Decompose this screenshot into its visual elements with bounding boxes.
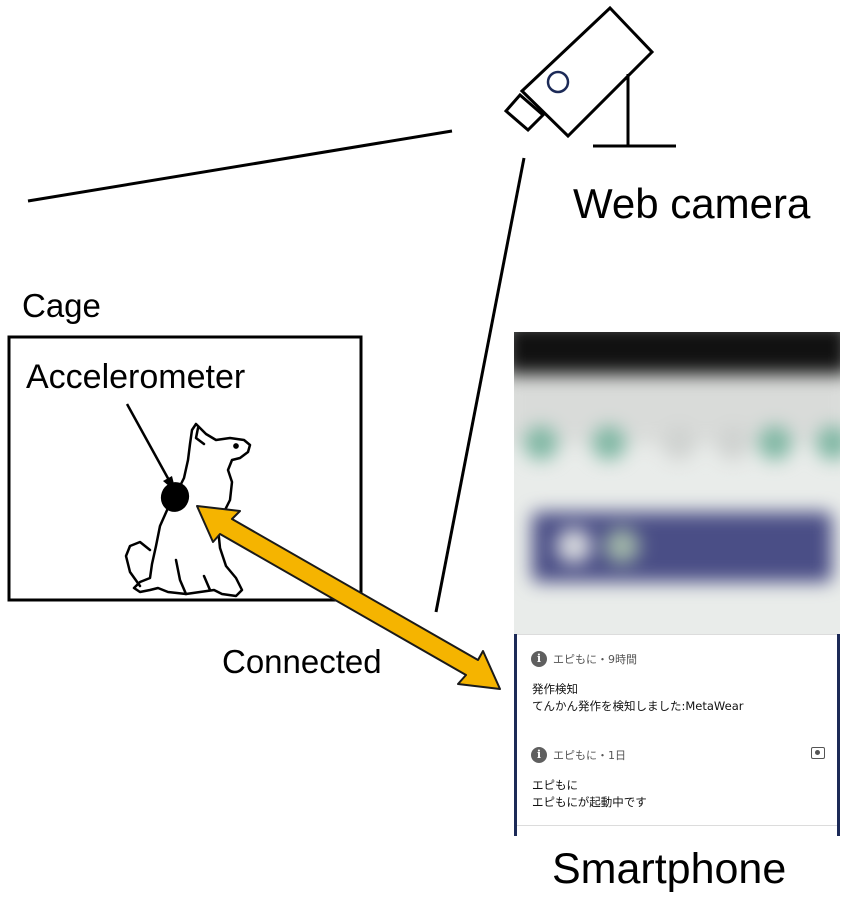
notification-title: 発作検知 bbox=[532, 682, 578, 696]
web-camera-icon bbox=[503, 5, 676, 148]
camera-icon[interactable] bbox=[811, 747, 825, 759]
accelerometer-sensor bbox=[160, 482, 190, 512]
cage-label: Cage bbox=[22, 287, 101, 324]
accelerometer-pointer bbox=[125, 403, 172, 483]
notification-body: エピもにが起動中です bbox=[532, 795, 647, 809]
notification-app-time: エピもに・9時間 bbox=[553, 653, 637, 666]
notification-body: てんかん発作を検知しました:MetaWear bbox=[532, 699, 744, 713]
notification-item[interactable]: i エピもに・9時間 発作検知 てんかん発作を検知しました:MetaWear bbox=[517, 634, 837, 732]
notification-panel bbox=[514, 634, 840, 836]
smartphone-screenshot: i エピもに・9時間 発作検知 てんかん発作を検知しました:MetaWear i… bbox=[514, 332, 840, 836]
notification-app-time: エピもに・1日 bbox=[553, 749, 626, 762]
connected-label: Connected bbox=[222, 643, 382, 680]
info-icon: i bbox=[531, 747, 547, 763]
blurred-app-screen bbox=[514, 332, 840, 634]
notification-title: エピもに bbox=[532, 778, 578, 792]
connected-arrow bbox=[196, 505, 501, 690]
camera-view-line-left bbox=[27, 129, 453, 203]
accelerometer-label: Accelerometer bbox=[26, 358, 246, 396]
notification-item[interactable]: i エピもに・1日 エピもに エピもにが起動中です bbox=[517, 731, 837, 826]
dog-illustration bbox=[124, 422, 252, 598]
notification-header: i エピもに・1日 bbox=[531, 747, 626, 763]
web-camera-label: Web camera bbox=[573, 180, 811, 227]
camera-view-line-right bbox=[434, 157, 526, 613]
notification-header: i エピもに・9時間 bbox=[531, 651, 637, 667]
smartphone-label: Smartphone bbox=[552, 845, 787, 893]
info-icon: i bbox=[531, 651, 547, 667]
